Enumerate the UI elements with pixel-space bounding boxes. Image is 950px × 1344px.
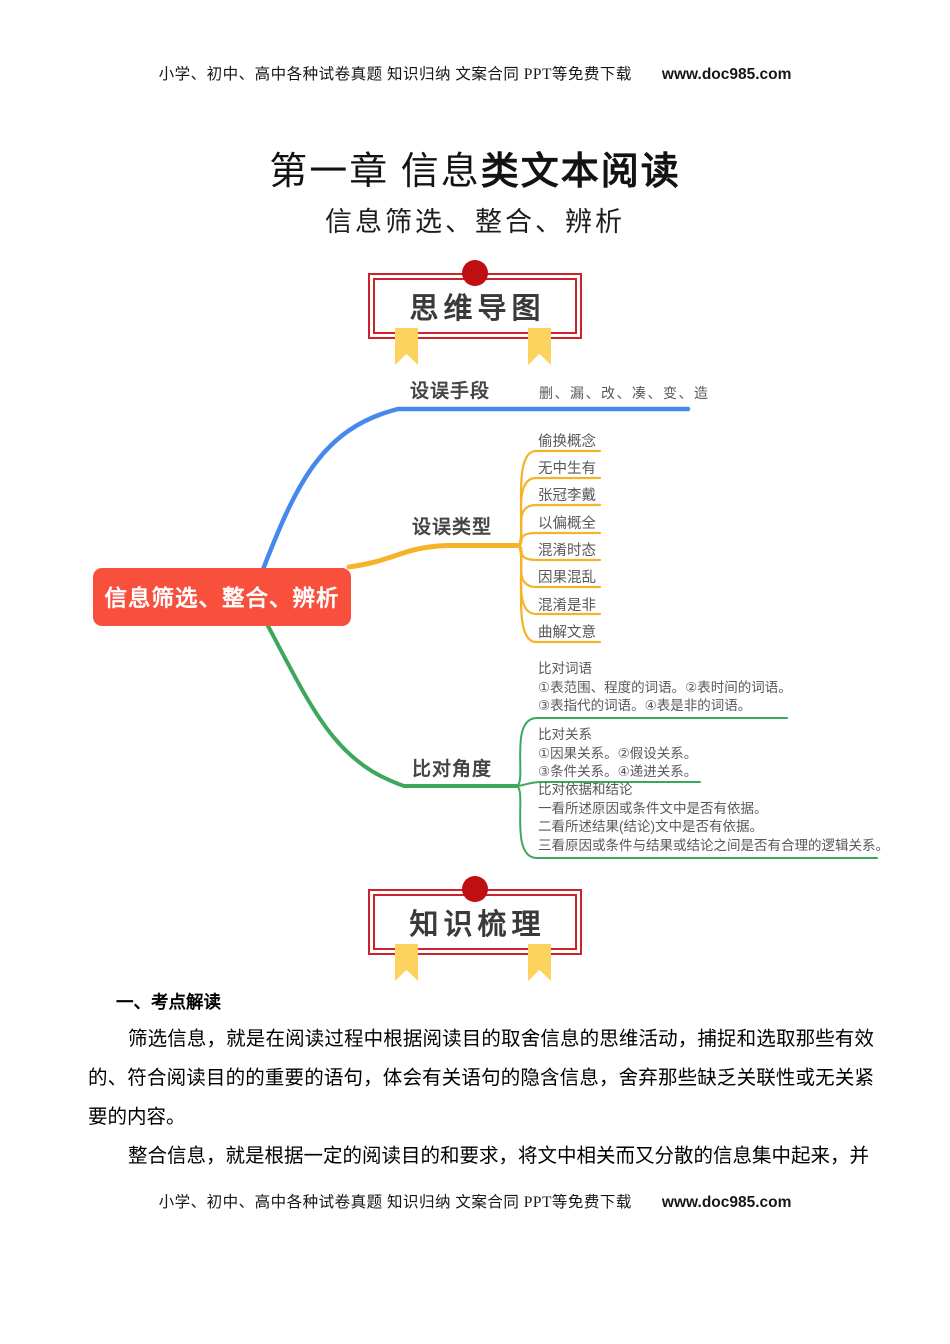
mindmap-root-label: 信息筛选、整合、辨析 bbox=[104, 586, 340, 611]
curve-green-item bbox=[515, 717, 788, 787]
curve-green-item bbox=[515, 785, 878, 859]
badge-mindmap-label: 思维导图 bbox=[409, 293, 546, 325]
block-line: ①表范围、程度的词语。②表时间的词语。 bbox=[538, 679, 792, 695]
block-line: ③表指代的词语。④表是非的词语。 bbox=[538, 698, 752, 713]
page-header: 小学、初中、高中各种试卷真题 知识归纳 文案合同 PPT等免费下载 www.doc… bbox=[0, 62, 950, 84]
curve-branch-yellow bbox=[346, 543, 520, 570]
paragraph: 筛选信息，就是在阅读过程中根据阅读目的取舍信息的思维活动，捕捉和选取那些有效的、… bbox=[88, 1029, 874, 1128]
branch-label-sewu-leixing: 设误类型 bbox=[412, 517, 493, 538]
block-line: 一看所述原因或条件文中是否有依据。 bbox=[538, 800, 768, 816]
mindmap-leaf: 偷换概念 bbox=[538, 434, 596, 450]
branch-label-sewu-shouduan: 设误手段 bbox=[410, 381, 491, 402]
mindmap-leaf: 混淆是非 bbox=[538, 598, 596, 614]
chapter-subtitle: 信息筛选、整合、辨析 bbox=[325, 207, 625, 237]
mindmap-leaf: 因果混乱 bbox=[538, 570, 596, 586]
section-heading: 一、考点解读 bbox=[116, 992, 221, 1012]
badge-dot-icon bbox=[462, 260, 488, 286]
badge-knowledge: 知识梳理 bbox=[368, 876, 582, 993]
curve-green-item bbox=[515, 781, 701, 787]
header-site-link[interactable]: www.doc985.com bbox=[661, 66, 792, 83]
chapter-title-part1: 第一章 信息 bbox=[269, 151, 481, 193]
chapter-title: 第一章 信息类文本阅读 bbox=[0, 140, 950, 195]
mindmap-leaf: 曲解文意 bbox=[538, 625, 596, 641]
block-line: 比对关系 bbox=[538, 727, 592, 742]
mindmap-leaf-block: 比对词语 ①表范围、程度的词语。②表时间的词语。 ③表指代的词语。④表是非的词语… bbox=[538, 660, 908, 716]
curve-branch-green bbox=[266, 624, 518, 788]
mindmap-root-node: 信息筛选、整合、辨析 bbox=[93, 568, 351, 626]
header-note: 小学、初中、高中各种试卷真题 知识归纳 文案合同 PPT等免费下载 bbox=[158, 66, 632, 83]
mindmap-leaf: 混淆时态 bbox=[538, 543, 596, 559]
body-section: 一、考点解读 筛选信息，就是在阅读过程中根据阅读目的取舍信息的思维活动，捕捉和选… bbox=[88, 984, 874, 1176]
block-line: 二看所述结果(结论)文中是否有依据。 bbox=[538, 819, 763, 834]
block-line: ③条件关系。④递进关系。 bbox=[538, 764, 698, 779]
badge-knowledge-label: 知识梳理 bbox=[409, 909, 546, 941]
block-line: 比对依据和结论 bbox=[538, 782, 633, 797]
badge-dot-icon bbox=[462, 876, 488, 902]
mindmap-leaf-block: 比对依据和结论 一看所述原因或条件文中是否有依据。 二看所述结果(结论)文中是否… bbox=[538, 781, 908, 855]
ribbon-icon bbox=[395, 944, 418, 981]
mindmap-leaf: 删、漏、改、凑、变、造 bbox=[539, 385, 710, 401]
mindmap-leaf: 张冠李戴 bbox=[538, 488, 596, 504]
footer-note: 小学、初中、高中各种试卷真题 知识归纳 文案合同 PPT等免费下载 bbox=[158, 1194, 632, 1211]
block-line: 三看原因或条件与结果或结论之间是否有合理的逻辑关系。 bbox=[538, 837, 889, 853]
branch-label-bidui-jiaodu: 比对角度 bbox=[412, 759, 493, 780]
block-line: ①因果关系。②假设关系。 bbox=[538, 745, 698, 761]
ribbon-icon bbox=[528, 944, 551, 981]
curve-yellow-item bbox=[515, 544, 602, 644]
mindmap-leaf-block: 比对关系 ①因果关系。②假设关系。 ③条件关系。④递进关系。 bbox=[538, 726, 908, 782]
ribbon-icon bbox=[528, 328, 551, 365]
mindmap-leaf: 以偏概全 bbox=[538, 516, 596, 532]
page-footer: 小学、初中、高中各种试卷真题 知识归纳 文案合同 PPT等免费下载 www.doc… bbox=[0, 1190, 950, 1212]
badge-mindmap: 思维导图 bbox=[368, 260, 582, 377]
curve-branch-blue bbox=[259, 406, 691, 575]
chapter-title-part2: 类文本阅读 bbox=[480, 151, 681, 193]
ribbon-icon bbox=[395, 328, 418, 365]
footer-site-link[interactable]: www.doc985.com bbox=[661, 1194, 792, 1211]
paragraph: 整合信息，就是根据一定的阅读目的和要求，将文中相关而又分散的信息集中起来，并 bbox=[128, 1146, 870, 1167]
mindmap-leaf: 无中生有 bbox=[538, 461, 596, 477]
block-line: 比对词语 bbox=[538, 661, 592, 676]
